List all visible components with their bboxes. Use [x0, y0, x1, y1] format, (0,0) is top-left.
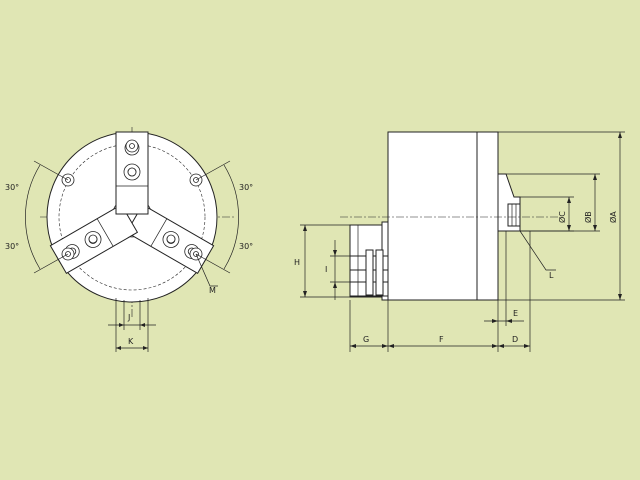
angle-ref-line [195, 160, 231, 181]
dim-d-label: D [512, 335, 518, 344]
angle-label-lower-left: 30° [5, 242, 19, 251]
angle-ref-line [195, 253, 231, 274]
front-view: 30° 30° 30° 30° M J K [5, 127, 253, 352]
dim-i: I [325, 240, 352, 300]
dim-c: ØC [520, 196, 574, 232]
dim-g: G [350, 335, 388, 348]
dim-b-label: ØB [583, 211, 593, 223]
angle-arc-right [223, 164, 239, 270]
dim-e-label: E [513, 309, 518, 318]
dim-l-label: L [549, 271, 554, 280]
dim-m-leader [195, 253, 218, 287]
angle-label-upper-left: 30° [5, 183, 19, 192]
pilot-boss [507, 203, 521, 227]
dim-k: K [115, 298, 149, 352]
dim-g-label: G [363, 335, 369, 344]
dim-f: F [388, 335, 498, 348]
dim-a-label: ØA [608, 211, 618, 223]
dim-l-leader [519, 230, 556, 271]
dim-i-label: I [325, 265, 327, 274]
bolt-circle [58, 143, 206, 291]
dim-b: ØB [506, 173, 600, 232]
dim-h-label: H [294, 258, 300, 267]
angle-label-lower-right: 30° [239, 242, 253, 251]
dim-d: D [498, 335, 530, 348]
angle-ref-line [33, 160, 69, 181]
dim-a: ØA [498, 131, 625, 301]
jaws-side [349, 221, 389, 301]
angle-arc-left [25, 164, 41, 270]
dim-k-label: K [128, 337, 134, 346]
dim-j-label: J [127, 313, 130, 322]
dim-e: E [484, 309, 524, 323]
side-view: ØA ØB ØC L H [294, 131, 625, 352]
angle-ref-line [33, 253, 69, 274]
chuck-body-side [387, 131, 499, 301]
dim-f-label: F [439, 335, 444, 344]
dim-m-label: M [209, 286, 216, 295]
dim-h: H [294, 224, 352, 298]
dim-c-label: ØC [557, 211, 567, 223]
angle-label-upper-right: 30° [239, 183, 253, 192]
